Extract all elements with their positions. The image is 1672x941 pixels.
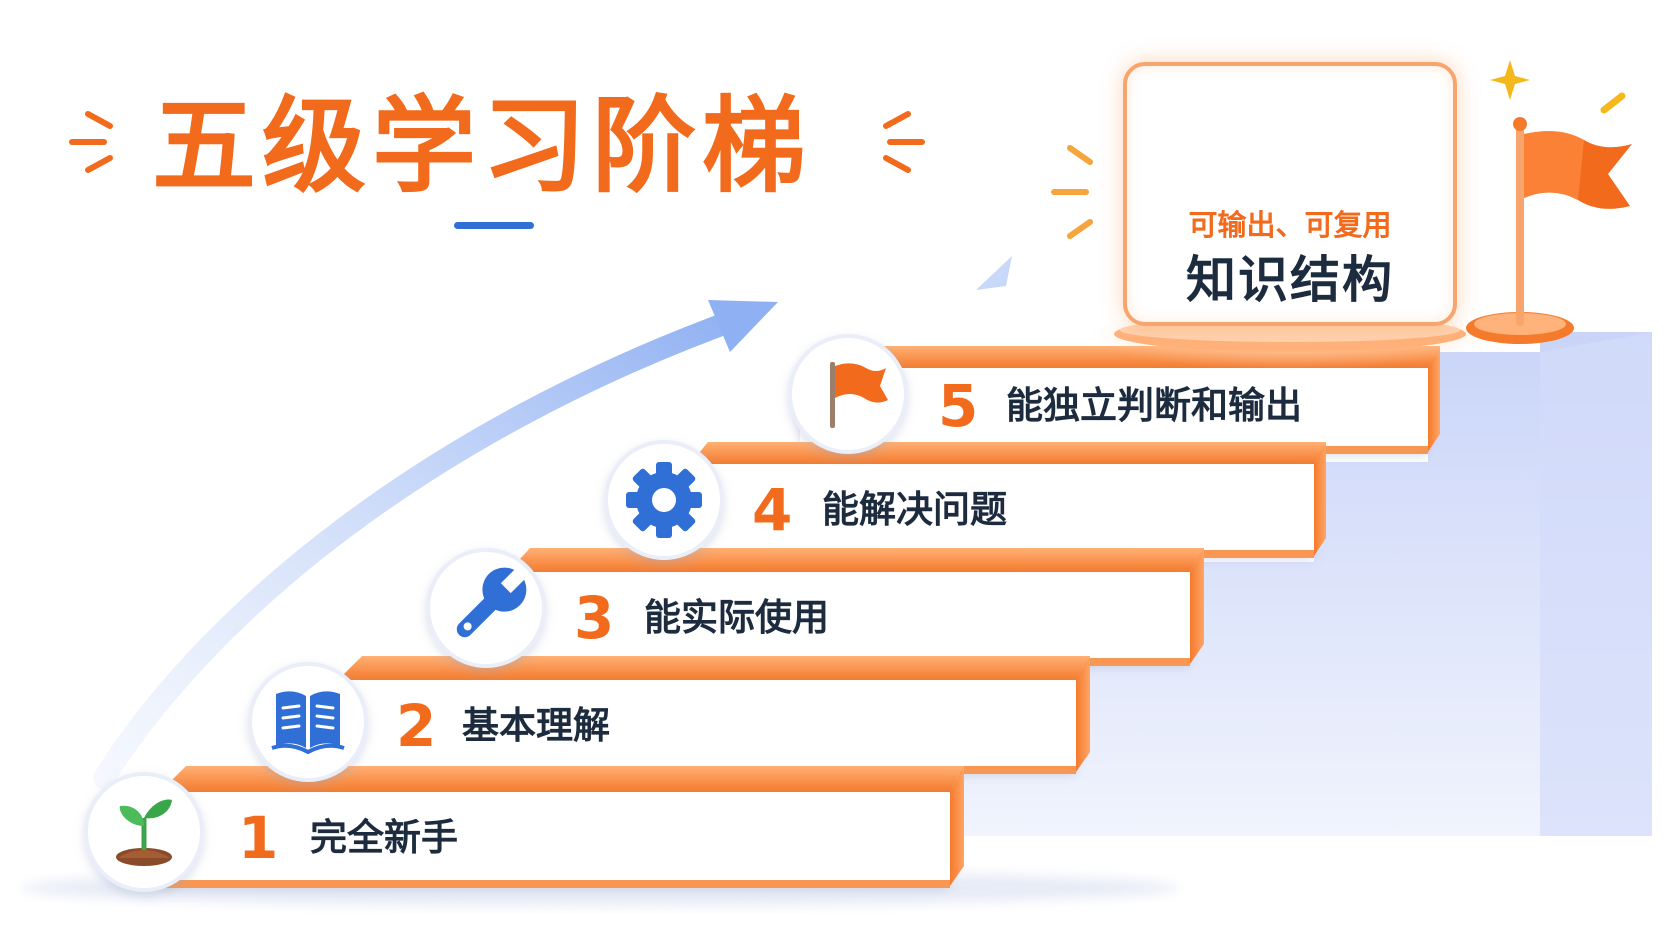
icon-badge-2: [248, 662, 368, 782]
step-1-number: 1: [238, 804, 279, 872]
title-spark-right: [883, 111, 925, 173]
step-5-number: 5: [938, 372, 979, 440]
accent-strokes-right: [1600, 92, 1626, 114]
icon-badge-3: [426, 548, 546, 668]
page-title: 五级学习阶梯: [152, 85, 813, 207]
progress-arrow-head: [708, 300, 778, 352]
goal-subtitle: 可输出、可复用: [1188, 208, 1392, 242]
progress-arrow: [93, 307, 751, 789]
step-1-label: 完全新手: [310, 816, 458, 859]
icon-badge-5: [788, 334, 908, 454]
step-1: [160, 766, 964, 888]
sprout-icon: [116, 799, 172, 866]
icon-badge-1: [84, 772, 204, 892]
small-arrow-icon: [976, 256, 1012, 290]
step-2-number: 2: [396, 692, 437, 760]
title-spark-left: [69, 111, 113, 173]
gear-icon: [626, 462, 702, 538]
icon-badge-4: [604, 440, 724, 560]
step-4-label: 能解决问题: [822, 488, 1007, 531]
step-5-label: 能独立判断和输出: [1006, 384, 1302, 427]
goal-title: 知识结构: [1186, 251, 1394, 309]
sparkle-icon: [1490, 60, 1530, 100]
wrench-icon: [456, 567, 527, 638]
stair-wall: [908, 332, 1652, 836]
accent-strokes-left: [1051, 145, 1093, 239]
step-2: [338, 656, 1090, 774]
goal-flag-icon: [1466, 117, 1632, 344]
step-4-number: 4: [752, 476, 793, 544]
step-2-label: 基本理解: [462, 704, 610, 747]
goal-card: 可输出、可复用 知识结构: [1123, 62, 1457, 326]
step-3-label: 能实际使用: [644, 596, 829, 639]
flag-icon: [830, 362, 888, 428]
book-icon: [271, 691, 345, 755]
step-3-number: 3: [574, 584, 615, 652]
title-underline: [454, 222, 534, 229]
